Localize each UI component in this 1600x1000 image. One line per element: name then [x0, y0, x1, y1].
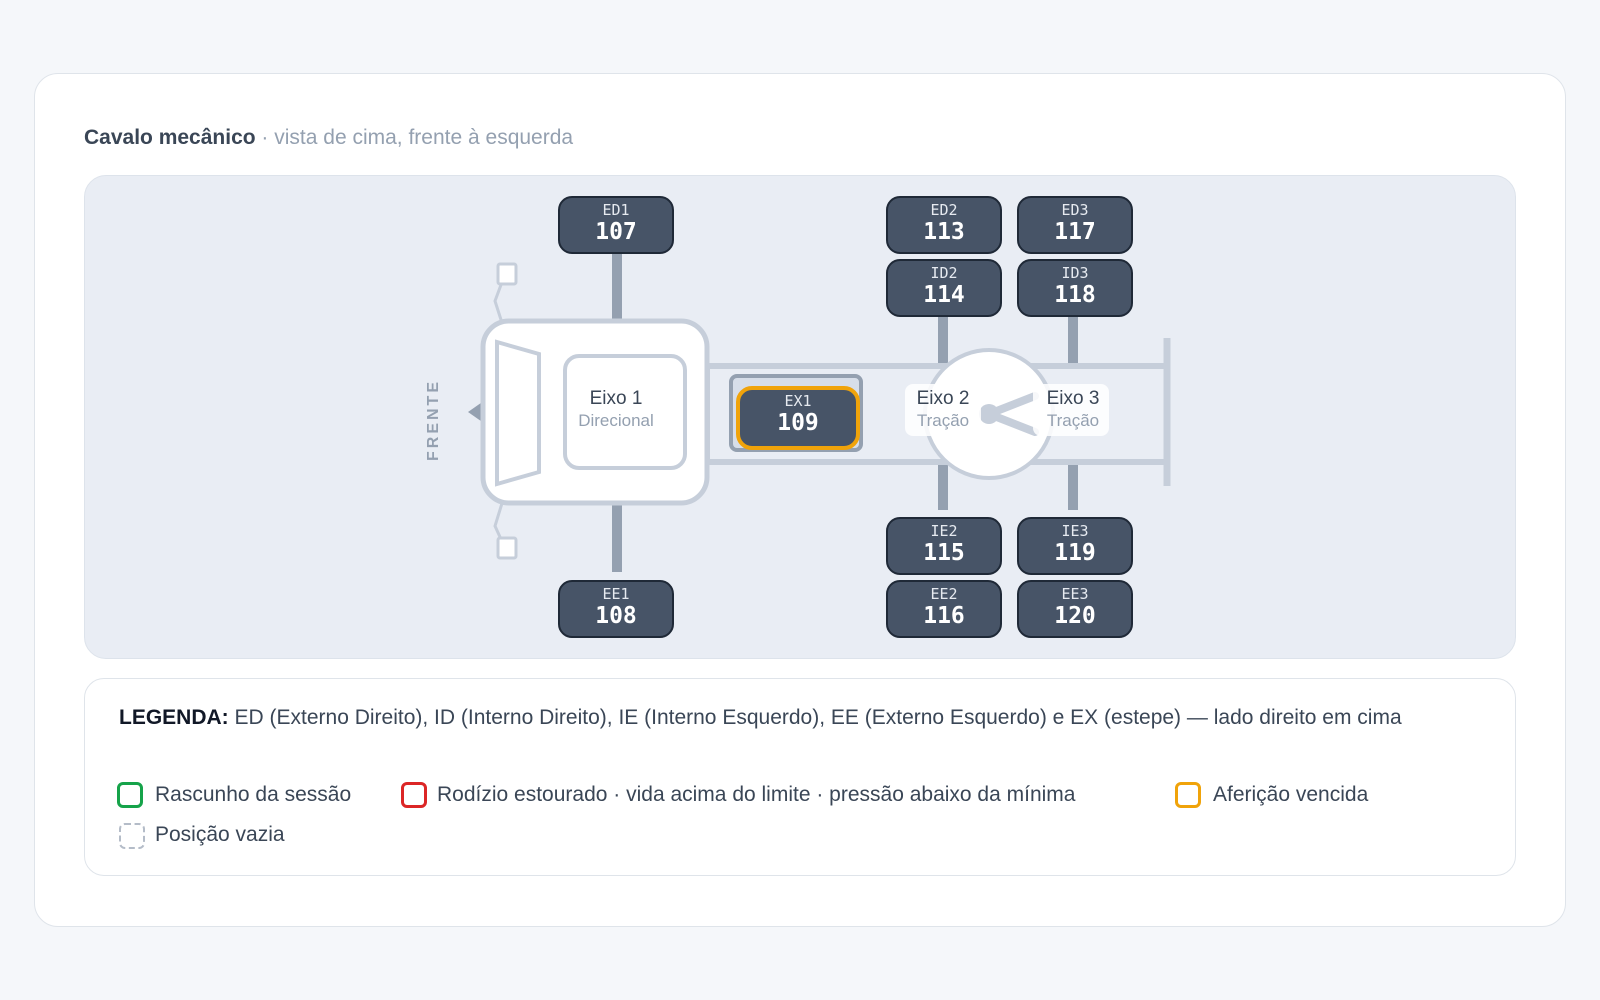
legend-item-empty: Posição vazia: [155, 823, 285, 846]
axle1-type: Direcional: [578, 411, 654, 430]
tire-code: ID2: [930, 264, 958, 282]
axle1-box: [563, 354, 687, 470]
tire-ed1[interactable]: ED1 107: [558, 196, 674, 254]
tire-ex1[interactable]: EX1 109: [736, 386, 860, 450]
tire-ee2[interactable]: EE2 116: [886, 580, 1002, 638]
front-label: FRENTE: [425, 379, 442, 461]
alert-swatch-icon: [401, 782, 427, 808]
axle3-label-bg: [1033, 384, 1109, 436]
axle3-name: Eixo 3: [1046, 388, 1100, 409]
tire-id3[interactable]: ID3 118: [1017, 259, 1133, 317]
tire-code: ED3: [1061, 201, 1089, 219]
tire-number: 108: [595, 603, 637, 629]
axle1-name: Eixo 1: [589, 388, 643, 409]
card-heading: Cavalo mecânico · vista de cima, frente …: [84, 126, 573, 150]
tire-ie2[interactable]: IE2 115: [886, 517, 1002, 575]
tire-number: 120: [1054, 603, 1096, 629]
axle3-type: Tração: [1046, 411, 1100, 430]
legend-panel: LEGENDA: ED (Externo Direito), ID (Inter…: [84, 678, 1516, 876]
draft-swatch-icon: [117, 782, 143, 808]
legend-item-draft: Rascunho da sessão: [155, 783, 352, 806]
tire-code: EE2: [930, 585, 958, 603]
axle1-label: Eixo 1 Direcional: [556, 388, 676, 432]
axle2-label: Eixo 2 Tração: [903, 388, 983, 432]
tire-number: 118: [1054, 282, 1096, 308]
tire-ee1[interactable]: EE1 108: [558, 580, 674, 638]
tire-ed2[interactable]: ED2 113: [886, 196, 1002, 254]
empty-swatch-icon: [119, 823, 145, 849]
tire-number: 119: [1054, 540, 1096, 566]
tire-id2[interactable]: ID2 114: [886, 259, 1002, 317]
overdue-swatch-icon: [1175, 782, 1201, 808]
tire-code: ED1: [602, 201, 630, 219]
view-subtitle: · vista de cima, frente à esquerda: [255, 126, 574, 149]
vehicle-type-title: Cavalo mecânico: [84, 126, 256, 149]
tire-number: 107: [595, 219, 637, 245]
tire-ie3[interactable]: IE3 119: [1017, 517, 1133, 575]
tire-code: EE3: [1061, 585, 1089, 603]
tire-code: IE2: [930, 522, 958, 540]
legend-item-overdue: Aferição vencida: [1213, 783, 1369, 806]
truck-chassis-drawing: [468, 254, 1171, 572]
tire-number: 116: [923, 603, 965, 629]
legend-item-alert: Rodízio estourado · vida acima do limite…: [437, 783, 1076, 806]
tire-number: 117: [1054, 219, 1096, 245]
legend-abbreviations: ED (Externo Direito), ID (Interno Direit…: [228, 706, 1402, 729]
tire-code: ED2: [930, 201, 958, 219]
left-mirror-icon: [496, 536, 518, 560]
tire-code: EE1: [602, 585, 630, 603]
tire-number: 109: [777, 410, 819, 436]
axle2-type: Tração: [916, 411, 970, 430]
tire-code: ID3: [1061, 264, 1089, 282]
tire-ee3[interactable]: EE3 120: [1017, 580, 1133, 638]
legend-description: LEGENDA: ED (Externo Direito), ID (Inter…: [119, 701, 1459, 735]
tire-code: EX1: [784, 392, 812, 410]
axle2-label-bg: [905, 384, 981, 436]
windshield: [495, 339, 541, 487]
differential-hub: [979, 404, 999, 424]
legend-title: LEGENDA:: [119, 706, 229, 729]
right-mirror-icon: [496, 262, 518, 286]
axle2-name: Eixo 2: [916, 388, 970, 409]
axle3-label: Eixo 3 Tração: [1033, 388, 1113, 432]
tire-code: IE3: [1061, 522, 1089, 540]
tire-number: 113: [923, 219, 965, 245]
tire-number: 114: [923, 282, 965, 308]
tire-number: 115: [923, 540, 965, 566]
truck-diagram: [84, 175, 1516, 659]
tire-ed3[interactable]: ED3 117: [1017, 196, 1133, 254]
